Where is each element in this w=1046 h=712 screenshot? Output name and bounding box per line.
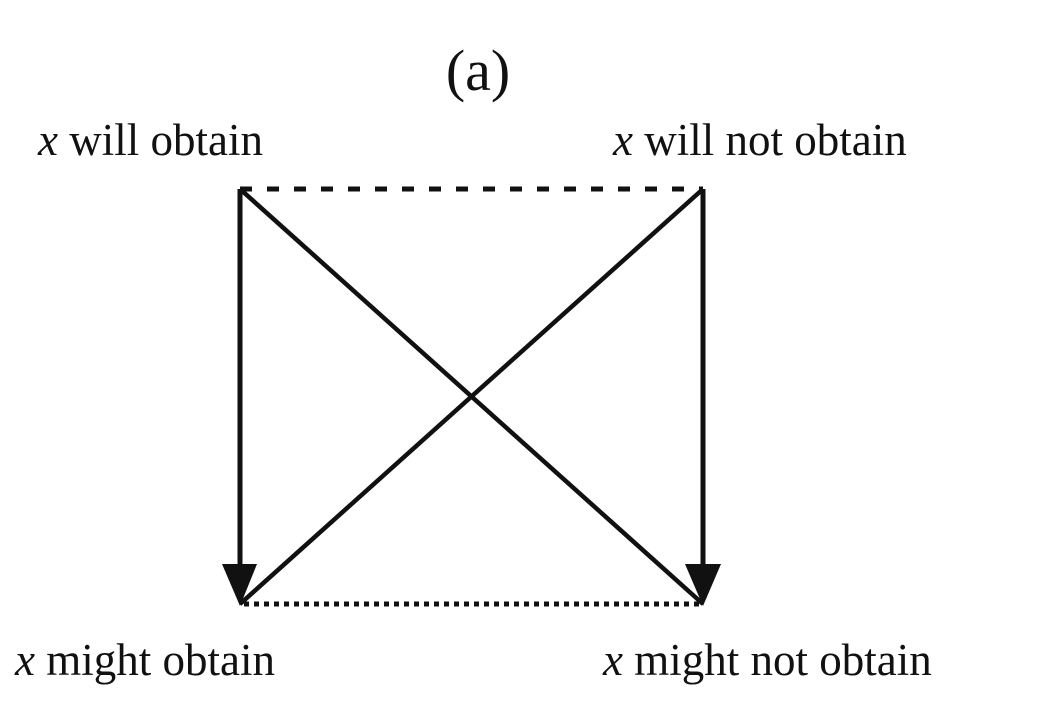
label-bottom-right: x might not obtain [602, 635, 932, 685]
diagram-title: (a) [446, 38, 510, 103]
label-bottom-left: x might obtain [14, 635, 275, 685]
label-top-right: x will not obtain [612, 115, 907, 165]
arrowhead-right-icon [685, 564, 721, 606]
label-top-left: x will obtain [37, 115, 263, 165]
contradictory-line-2 [238, 187, 705, 606]
arrowhead-left-icon [222, 564, 257, 606]
